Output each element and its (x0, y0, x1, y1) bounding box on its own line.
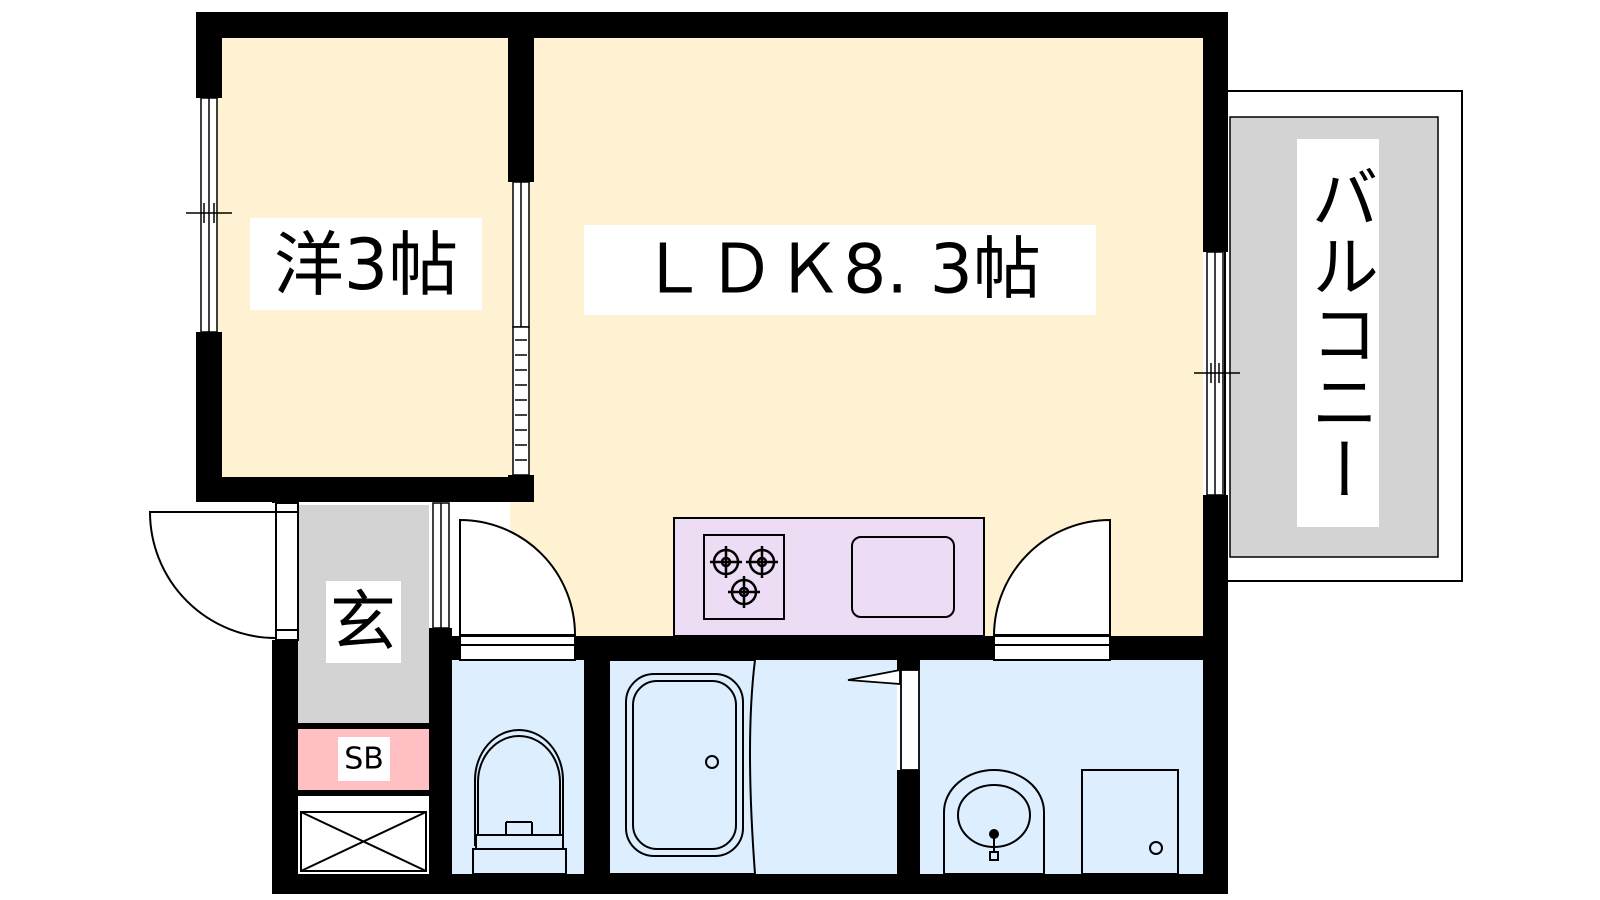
western-room-label: 洋3帖 (274, 224, 459, 306)
bathroom-door (847, 668, 920, 771)
walls (196, 12, 1228, 894)
balcony-label: バルコニー (1299, 163, 1378, 503)
bathtub-icon (608, 659, 757, 875)
sink-icon (851, 536, 955, 618)
entrance-door (148, 502, 299, 641)
burner-icon (728, 576, 760, 608)
window-entrance (432, 502, 450, 629)
window-balcony (1194, 251, 1240, 496)
closet-storage (300, 811, 427, 872)
washbasin-icon (943, 769, 1045, 875)
shoe-box-label: SB (344, 742, 384, 777)
window-partition (512, 181, 530, 476)
washroom-door (992, 518, 1111, 661)
toilet-door (459, 518, 577, 661)
burner-icon (710, 546, 742, 578)
entrance-label: 玄 (330, 584, 396, 661)
burner-icon (746, 546, 778, 578)
washing-machine-icon (1081, 769, 1179, 875)
ldk-label: ＬＤＫ8. 3帖 (639, 231, 1041, 310)
window-western-left (186, 97, 232, 333)
toilet-icon (472, 729, 567, 875)
